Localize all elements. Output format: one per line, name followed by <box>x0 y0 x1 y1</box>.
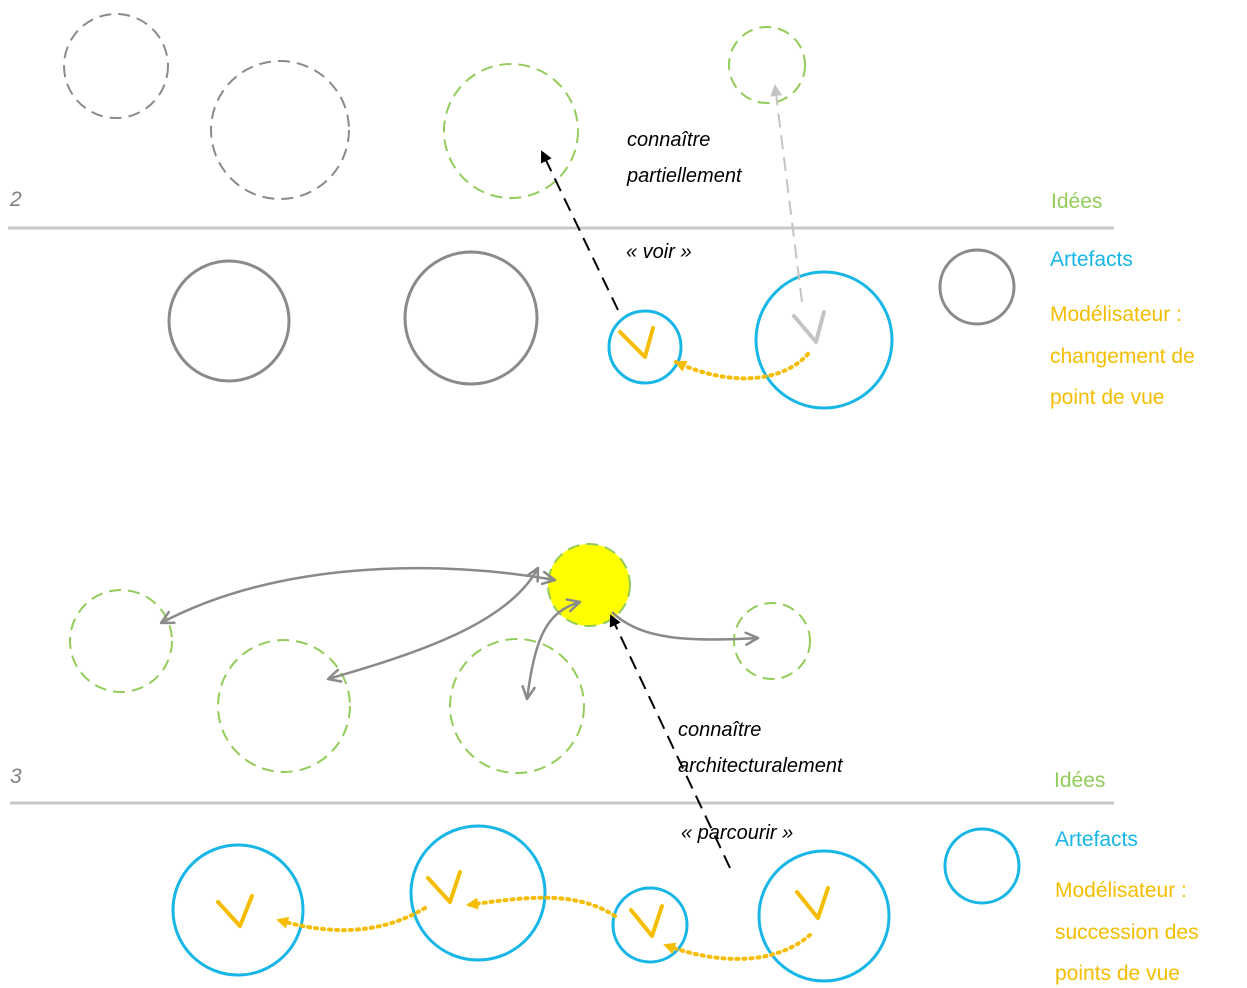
walk-arrow <box>609 614 731 869</box>
panel-2: 2 connaître partiellement « voir » Idées… <box>8 13 1195 410</box>
artefact-circle-blue <box>757 849 891 983</box>
legend-artefacts: Artefacts <box>1050 248 1133 271</box>
label-know-partial-2: partiellement <box>626 165 743 187</box>
legend-modeler-1: Modélisateur : <box>1055 879 1187 902</box>
artefact-circle-blue-small <box>607 309 683 385</box>
idea-circle-green <box>449 638 585 774</box>
label-know-architectural-2: architecturalement <box>678 755 844 777</box>
viewpoint-check-icon <box>629 904 664 938</box>
artefact-circle-blue <box>754 270 894 410</box>
legend-ideas: Idées <box>1051 190 1102 213</box>
light-arrow <box>770 84 803 303</box>
idea-link-arrow <box>521 598 582 701</box>
viewpoint-check-icon <box>618 326 655 359</box>
artefact-circle-blue <box>409 824 547 962</box>
viewpoint-succession-arrow <box>276 906 427 933</box>
see-arrow <box>540 150 619 311</box>
idea-circle-highlighted <box>547 543 631 627</box>
legend-artefact-circle-blue <box>943 827 1021 905</box>
artefact-circle-grey <box>403 250 539 386</box>
idea-link-arrow <box>326 566 540 683</box>
viewpoint-change-arrow <box>674 352 810 381</box>
idea-circle-grey <box>210 60 350 200</box>
label-see: « voir » <box>626 241 692 263</box>
idea-link-arrow <box>611 611 760 646</box>
viewpoint-check-icon-faded <box>792 310 826 344</box>
legend-artefacts: Artefacts <box>1055 828 1138 851</box>
artefact-circle-blue-small <box>611 886 689 964</box>
legend-modeler-2: succession des <box>1055 921 1199 944</box>
panel-number: 3 <box>10 765 22 788</box>
idea-circle-green-small <box>728 26 806 104</box>
label-know-partial-1: connaître <box>627 129 710 151</box>
legend-modeler-3: point de vue <box>1050 386 1164 409</box>
label-know-architectural-1: connaître <box>678 719 761 741</box>
idea-circle-green <box>443 63 579 199</box>
legend-modeler-1: Modélisateur : <box>1050 303 1182 326</box>
viewpoint-succession-arrow <box>663 933 812 961</box>
artefact-circle-grey <box>167 259 291 383</box>
legend-artefact-circle-grey <box>938 248 1016 326</box>
label-walk: « parcourir » <box>681 822 793 844</box>
viewpoint-check-icon <box>426 870 462 904</box>
viewpoint-succession-arrow <box>466 895 617 918</box>
idea-circle-grey <box>63 13 169 119</box>
legend-ideas: Idées <box>1054 769 1105 792</box>
artefact-circle-blue <box>171 843 305 977</box>
idea-link-arrow <box>159 566 557 625</box>
legend-modeler-2: changement de <box>1050 345 1195 368</box>
panel-3: 3 connaître architecturalement « parcour… <box>10 543 1199 985</box>
idea-circle-green-small <box>733 602 811 680</box>
legend-modeler-3: points de vue <box>1055 962 1180 985</box>
panel-number: 2 <box>9 188 22 211</box>
viewpoint-check-icon <box>216 894 254 928</box>
viewpoint-check-icon <box>795 886 830 920</box>
idea-circle-green <box>217 639 351 773</box>
idea-circle-green <box>69 589 173 693</box>
